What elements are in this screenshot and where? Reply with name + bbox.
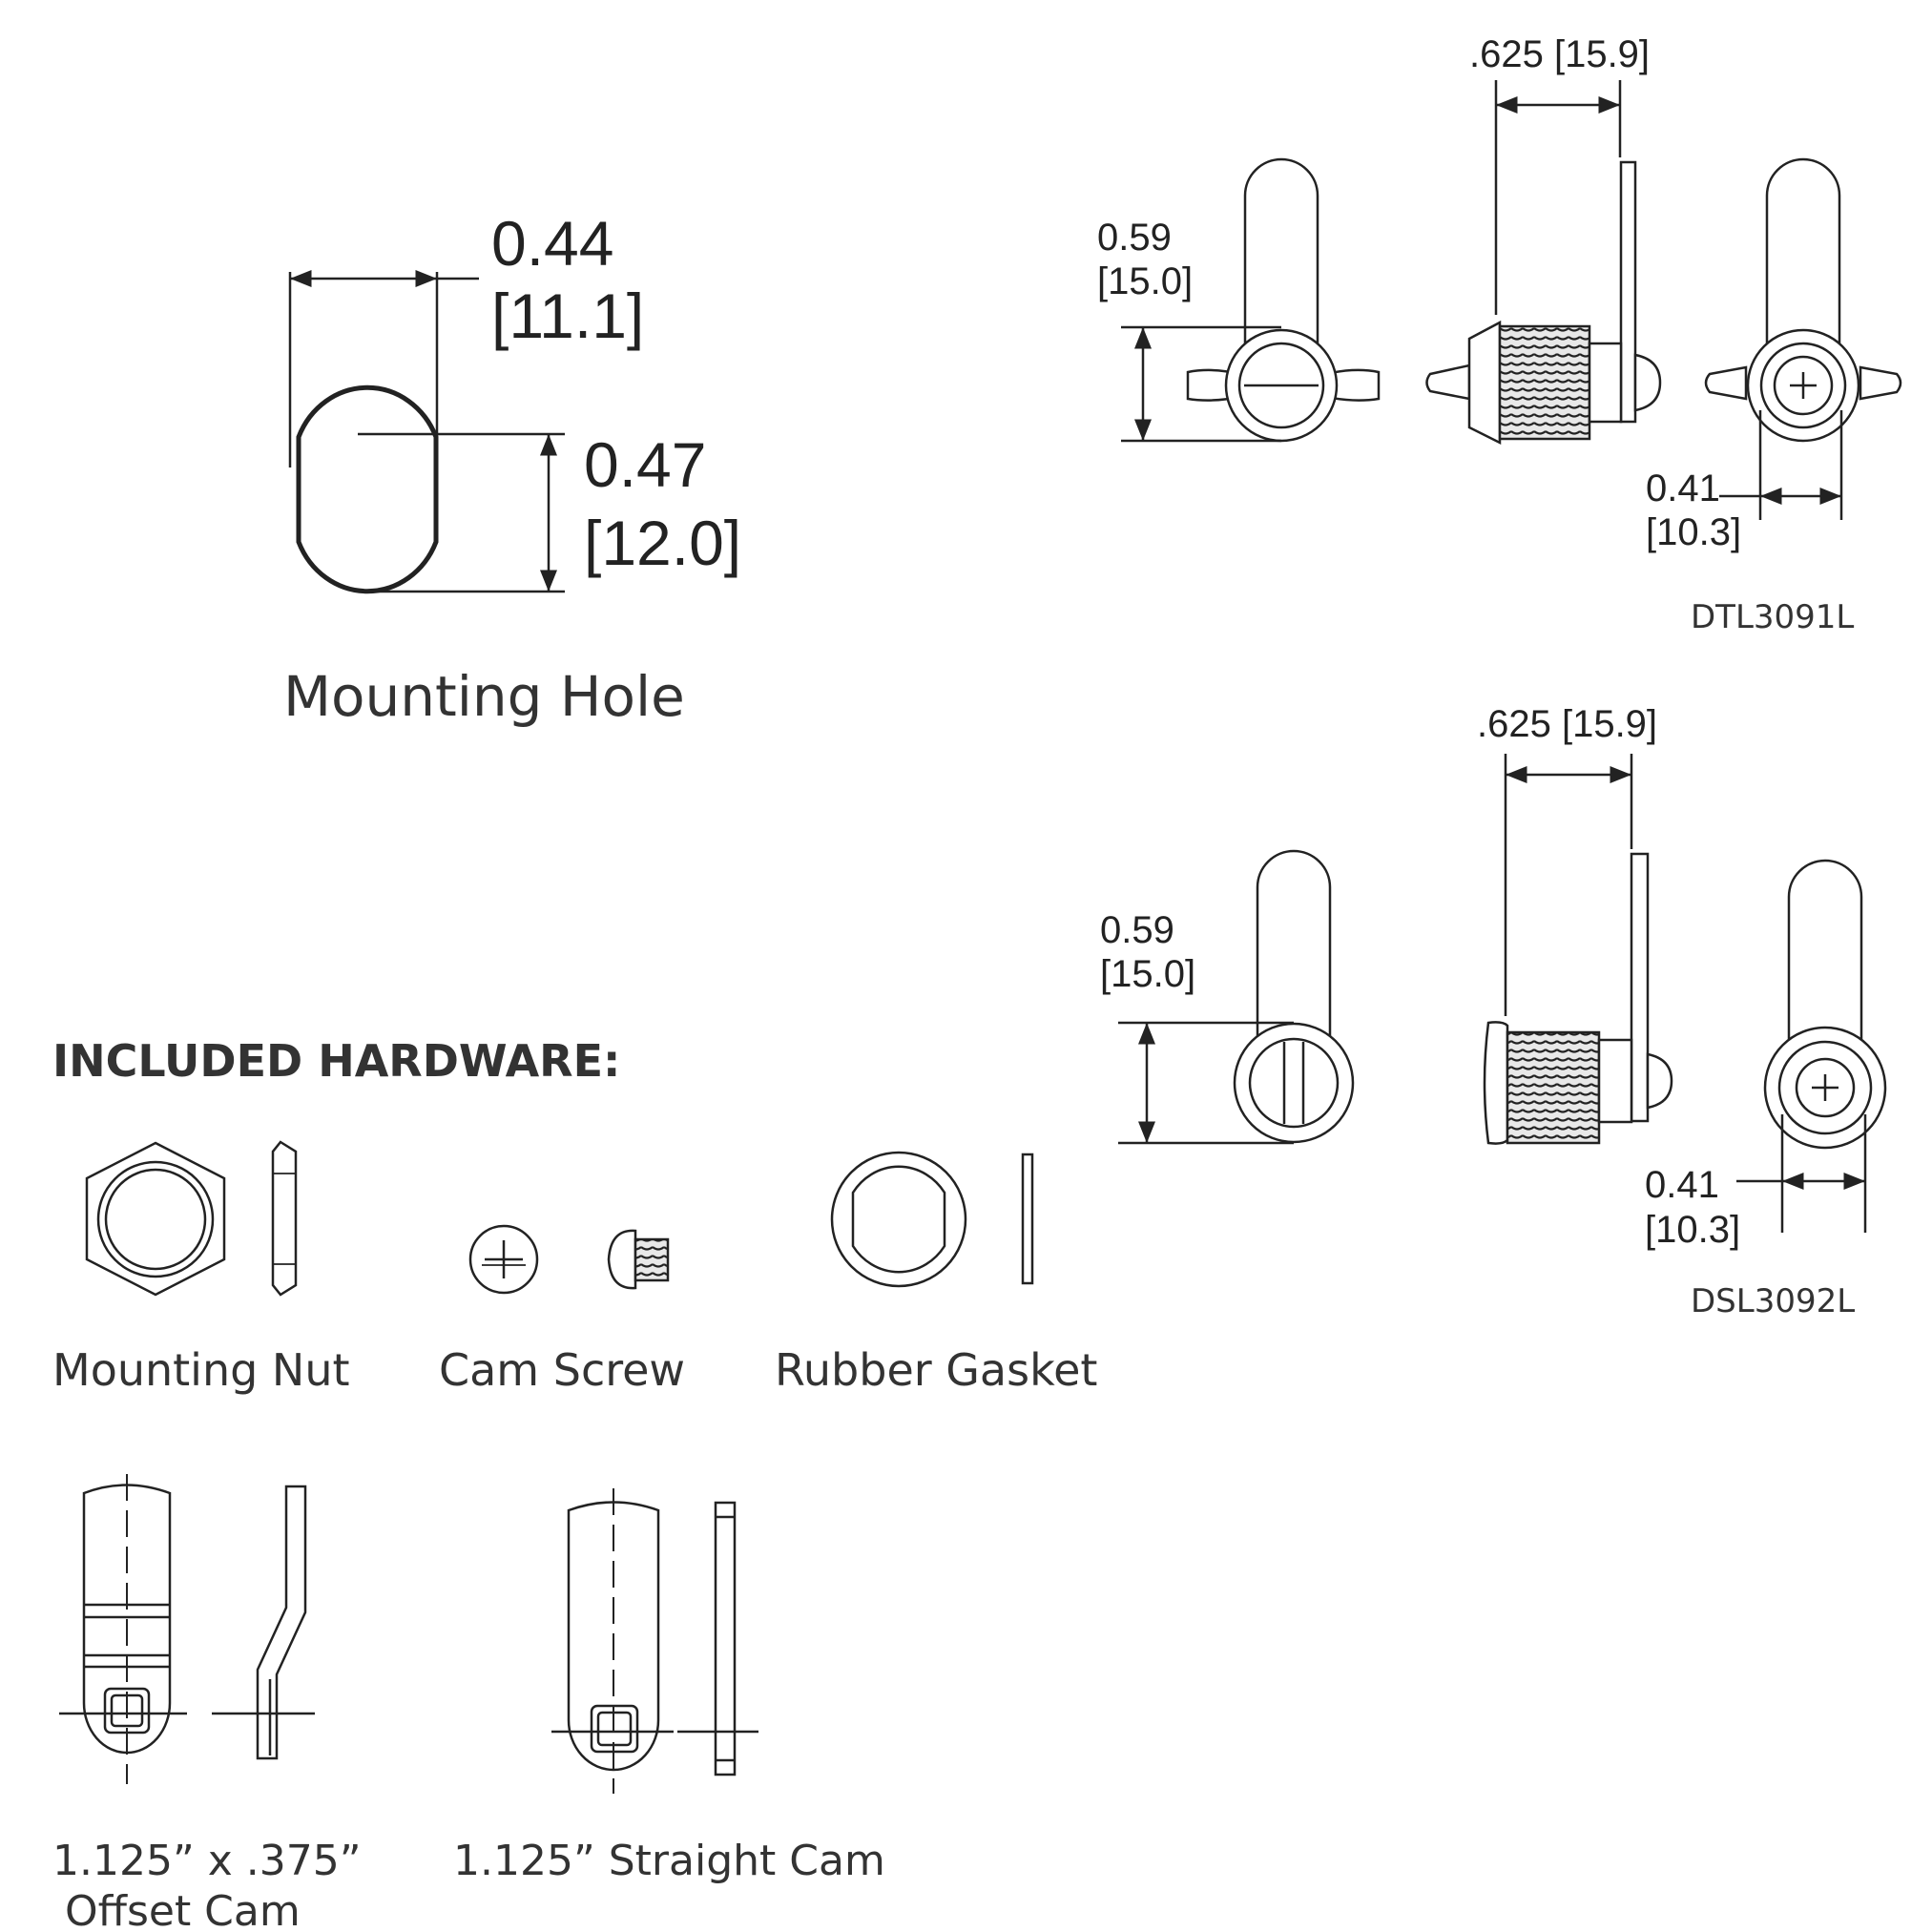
mounting-hole-caption: Mounting Hole (283, 664, 685, 729)
dtl3091l-left-dim-in: 0.59 (1097, 217, 1172, 259)
cam-screw-drawing (468, 1224, 670, 1295)
mounting-hole-drawing: 0.44 [11.1] 0.47 [12.0] Mounting Hole (283, 208, 741, 729)
dsl3092l-right-dim-mm: [10.3] (1645, 1209, 1740, 1251)
dsl3092l-left-dim-in: 0.59 (1100, 909, 1174, 951)
dtl3091l-top-dim: .625 [15.9] (1469, 33, 1650, 75)
dsl3092l-side-view (1483, 852, 1673, 1145)
dtl3091l-model-label: DTL3091L (1691, 598, 1854, 636)
offset-cam-caption-line1: 1.125” x .375” (52, 1837, 362, 1885)
dsl3092l-drawing: 0.59 [15.0] .625 [15.9] 0.41 [10.3] DSL3… (1100, 703, 1887, 1320)
dtl3091l-drawing: 0.59 [15.0] .625 [15.9] (1097, 33, 1902, 636)
dtl3091l-right-dim-mm: [10.3] (1646, 511, 1741, 553)
offset-cam-caption-line2: Offset Cam (65, 1887, 301, 1932)
dsl3092l-back-view (1763, 859, 1887, 1150)
hole-width-in: 0.44 (491, 208, 613, 279)
dsl3092l-left-dim-mm: [15.0] (1100, 953, 1195, 995)
dtl3091l-side-view (1425, 160, 1662, 446)
dsl3092l-top-dim: .625 [15.9] (1477, 703, 1657, 745)
rubber-gasket-drawing (830, 1151, 1034, 1288)
hole-width-mm: [11.1] (491, 280, 644, 351)
straight-cam-caption: 1.125” Straight Cam (453, 1837, 885, 1885)
dtl3091l-front-view (1186, 157, 1381, 443)
mounting-nut-drawing (85, 1140, 298, 1297)
dtl3091l-back-view (1704, 157, 1902, 443)
dsl3092l-front-view (1233, 849, 1355, 1144)
dsl3092l-right-dim-in: 0.41 (1645, 1164, 1719, 1206)
dtl3091l-left-dim-mm: [15.0] (1097, 260, 1193, 302)
mounting-nut-caption: Mounting Nut (52, 1344, 350, 1396)
hardware-heading: INCLUDED HARDWARE: (52, 1035, 620, 1087)
rubber-gasket-caption: Rubber Gasket (775, 1344, 1097, 1396)
offset-cam-drawing (59, 1474, 315, 1784)
hole-height-in: 0.47 (584, 429, 706, 500)
mounting-hole-outline (296, 384, 439, 594)
dtl3091l-right-dim-in: 0.41 (1646, 467, 1720, 509)
dsl3092l-model-label: DSL3092L (1691, 1282, 1855, 1320)
cam-screw-caption: Cam Screw (439, 1344, 685, 1396)
hole-height-mm: [12.0] (584, 508, 741, 578)
straight-cam-drawing (551, 1488, 758, 1794)
